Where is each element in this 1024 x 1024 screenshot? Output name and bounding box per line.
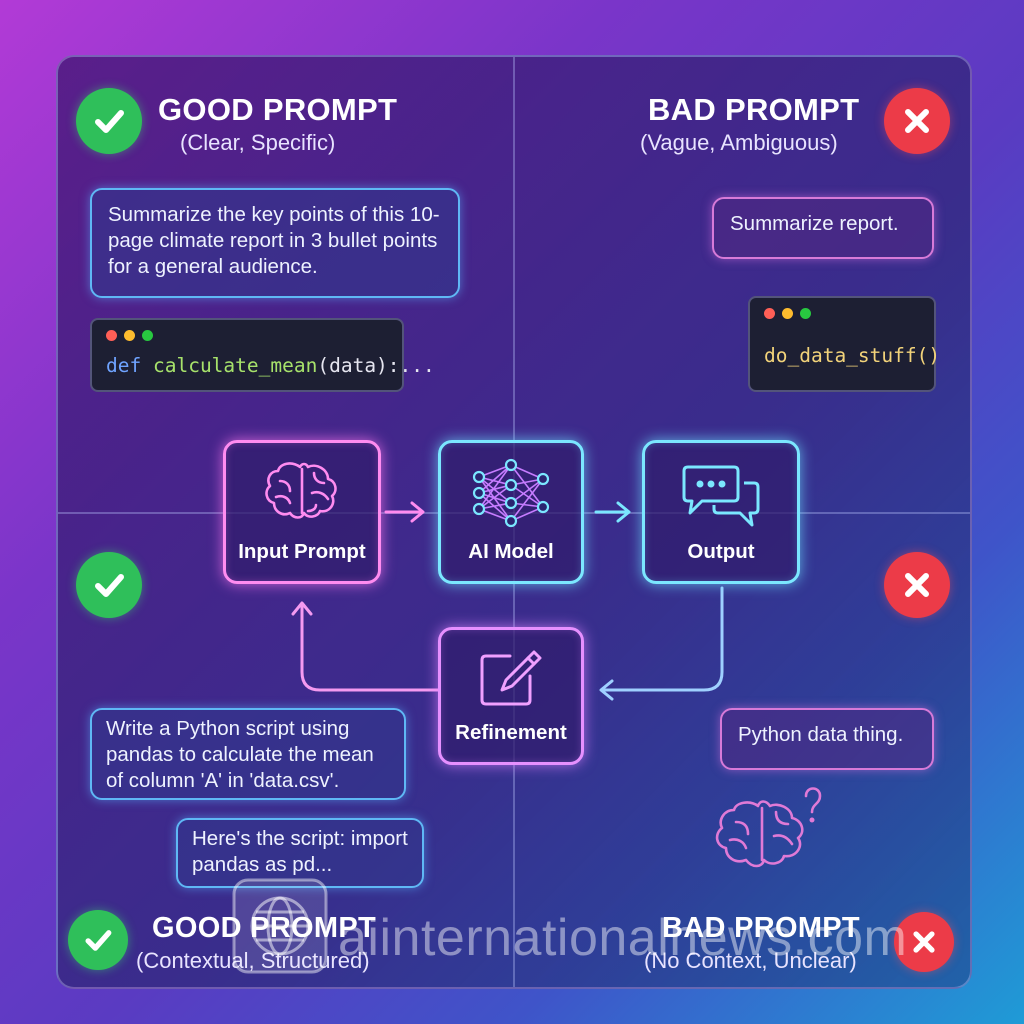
good-prompt-title: GOOD PROMPT (158, 92, 398, 127)
ai-reply-text: Here's the script: import pandas as pd..… (192, 827, 408, 876)
good-code-window: def calculate_mean(data):... (90, 318, 435, 392)
bad-prompt-subtitle: (Vague, Ambiguous) (640, 130, 838, 155)
good-prompt-text: Summarize the key points of this 10-page… (108, 203, 440, 278)
window-dots (764, 308, 811, 319)
bad-prompt-text: Summarize report. (730, 212, 899, 235)
watermark-text: aiinternationalnews.com (338, 909, 908, 967)
neural-network-icon (472, 458, 550, 528)
contextual-prompt-subtitle: (Contextual, Structured) (136, 948, 370, 973)
brain-icon (265, 462, 337, 519)
brain-question-icon (715, 787, 822, 868)
globe-icon (232, 878, 328, 974)
good-code-line: def calculate_mean(data):... (106, 354, 435, 377)
ai-reply-bubble: Here's the script: import pandas as pd..… (176, 818, 424, 888)
x-icon (884, 552, 950, 618)
window-dots (106, 330, 153, 341)
vague-prompt-bubble: Python data thing. (720, 708, 934, 770)
no-context-title: BAD PROMPT (662, 912, 860, 944)
good-prompt-subtitle: (Clear, Specific) (180, 130, 336, 155)
refinement-node: Refinement (438, 627, 584, 765)
vague-prompt-text: Python data thing. (738, 723, 904, 746)
contextual-prompt-text: Write a Python script using pandas to ca… (106, 717, 374, 792)
check-icon (76, 552, 142, 618)
good-prompt-bubble: Summarize the key points of this 10-page… (90, 188, 460, 298)
code-function: calculate_mean (152, 354, 318, 377)
input-prompt-label: Input Prompt (238, 540, 366, 563)
bad-prompt-bubble: Summarize report. (712, 197, 934, 259)
bad-code-window: do_data_stuff() (748, 296, 940, 392)
check-icon (76, 88, 142, 154)
edit-icon (480, 650, 542, 706)
bad-prompt-title: BAD PROMPT (648, 92, 860, 127)
check-icon (68, 910, 128, 970)
code-keyword: def (106, 354, 142, 377)
ai-model-node: AI Model (438, 440, 584, 584)
output-node: Output (642, 440, 800, 584)
input-prompt-node: Input Prompt (223, 440, 381, 584)
contextual-prompt-bubble: Write a Python script using pandas to ca… (90, 708, 406, 800)
x-icon (884, 88, 950, 154)
chat-bubbles-icon (682, 465, 760, 527)
bad-code-line: do_data_stuff() (764, 344, 941, 367)
x-icon (894, 912, 954, 972)
ai-model-label: AI Model (468, 540, 554, 563)
refinement-label: Refinement (455, 721, 567, 744)
output-label: Output (687, 540, 755, 563)
no-context-subtitle: (No Context, Unclear) (644, 948, 857, 973)
code-args: (data):... (317, 354, 435, 377)
